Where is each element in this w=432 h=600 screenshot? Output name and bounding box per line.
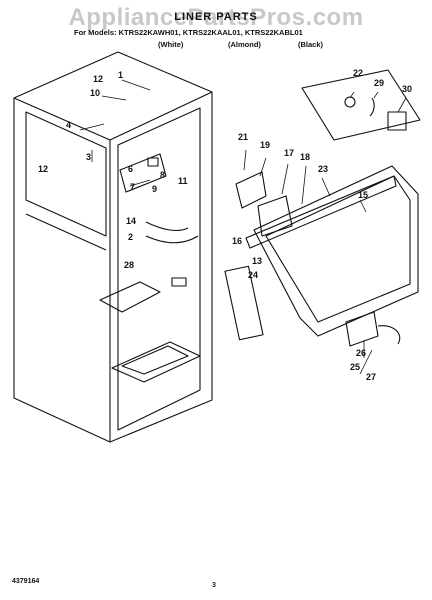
callout-number: 4 (66, 120, 71, 130)
callout-number: 19 (260, 140, 270, 150)
callout-number: 1 (118, 70, 123, 80)
part-22-knob (344, 96, 356, 108)
part-13-plate (224, 265, 264, 341)
callout-number: 15 (358, 190, 368, 200)
liner-outer-outline (13, 51, 213, 443)
callout-number: 2 (128, 232, 133, 242)
divider (25, 213, 107, 251)
callout-number: 10 (90, 88, 100, 98)
callout-number: 6 (128, 164, 133, 174)
callout-number: 30 (402, 84, 412, 94)
callout-number: 24 (248, 270, 258, 280)
callout-number: 21 (238, 132, 248, 142)
callout-number: 17 (284, 148, 294, 158)
part-29-lamp (369, 97, 375, 117)
callout-number: 18 (300, 152, 310, 162)
callout-number: 3 (86, 152, 91, 162)
watermark: AppliancePartsPros.com (68, 4, 364, 31)
housing-main (253, 165, 419, 337)
diagram-title: LINER PARTS (174, 11, 258, 23)
part-27-wire (377, 325, 401, 345)
callout-number: 9 (152, 184, 157, 194)
callout-number: 8 (160, 170, 165, 180)
color-almond-label: (Almond) (228, 40, 261, 49)
housing-inner (265, 175, 411, 323)
callout-number: 7 (130, 182, 135, 192)
part-number: 4379164 (12, 578, 40, 585)
lower-panel (99, 281, 161, 313)
callout-number: 12 (93, 74, 103, 84)
inner-compartment (25, 111, 107, 237)
drawer-floor (111, 341, 201, 383)
callout-number: 29 (374, 78, 384, 88)
thermostat (235, 171, 267, 209)
drawer-inner (121, 345, 189, 375)
part-16-bracket (257, 195, 293, 237)
part-30-cover (387, 111, 407, 131)
callout-number: 12 (38, 164, 48, 174)
light-socket (147, 157, 159, 167)
page-number: 3 (212, 582, 216, 589)
callout-number: 25 (350, 362, 360, 372)
light-bar (245, 175, 397, 249)
callout-number: 13 (252, 256, 262, 266)
model-list: For Models: KTRS22KAWH01, KTRS22KAAL01, … (74, 28, 303, 37)
part-26-cover (345, 311, 379, 347)
accessory-panel (301, 69, 421, 141)
callout-number: 14 (126, 216, 136, 226)
callout-number: 26 (356, 348, 366, 358)
callout-number: 16 (232, 236, 242, 246)
color-black-label: (Black) (298, 40, 324, 49)
wire-harness-2 (145, 235, 199, 244)
callout-number: 23 (318, 164, 328, 174)
wire-harness (145, 221, 189, 231)
callout-number: 22 (353, 68, 363, 78)
control-bracket (119, 153, 167, 193)
callout-number: 28 (124, 260, 134, 270)
callout-number: 27 (366, 372, 376, 382)
inner-right-wall (117, 107, 201, 431)
color-white-label: (White) (158, 40, 184, 49)
callout-number: 11 (178, 176, 188, 186)
part-28-block (171, 277, 187, 287)
